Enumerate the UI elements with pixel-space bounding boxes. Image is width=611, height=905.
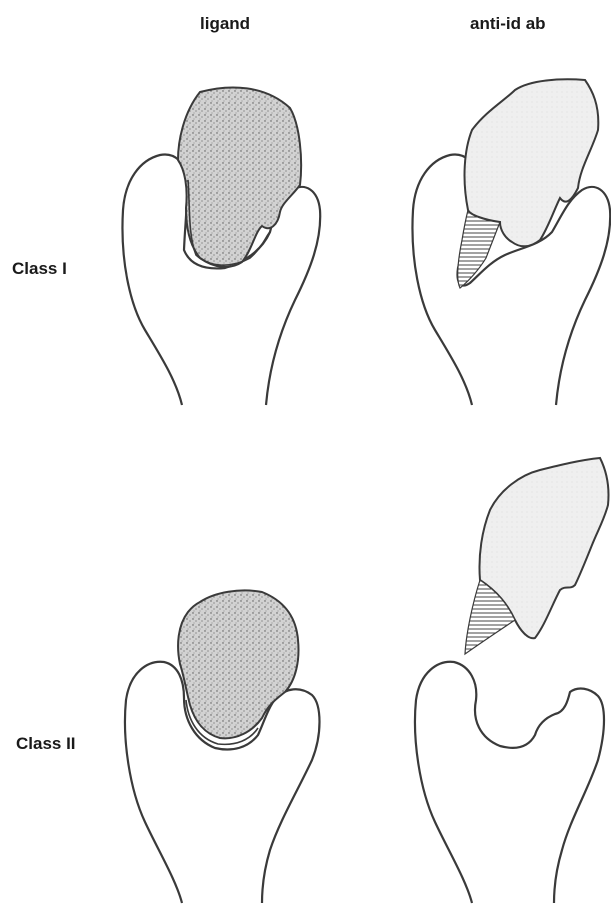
class-2-anti-id-panel (415, 458, 609, 903)
class-1-anti-id-panel (412, 79, 610, 405)
class-1-ligand-panel (122, 87, 320, 405)
class-2-ligand-panel (125, 590, 320, 903)
antibody-combining-site-outline (415, 662, 604, 903)
